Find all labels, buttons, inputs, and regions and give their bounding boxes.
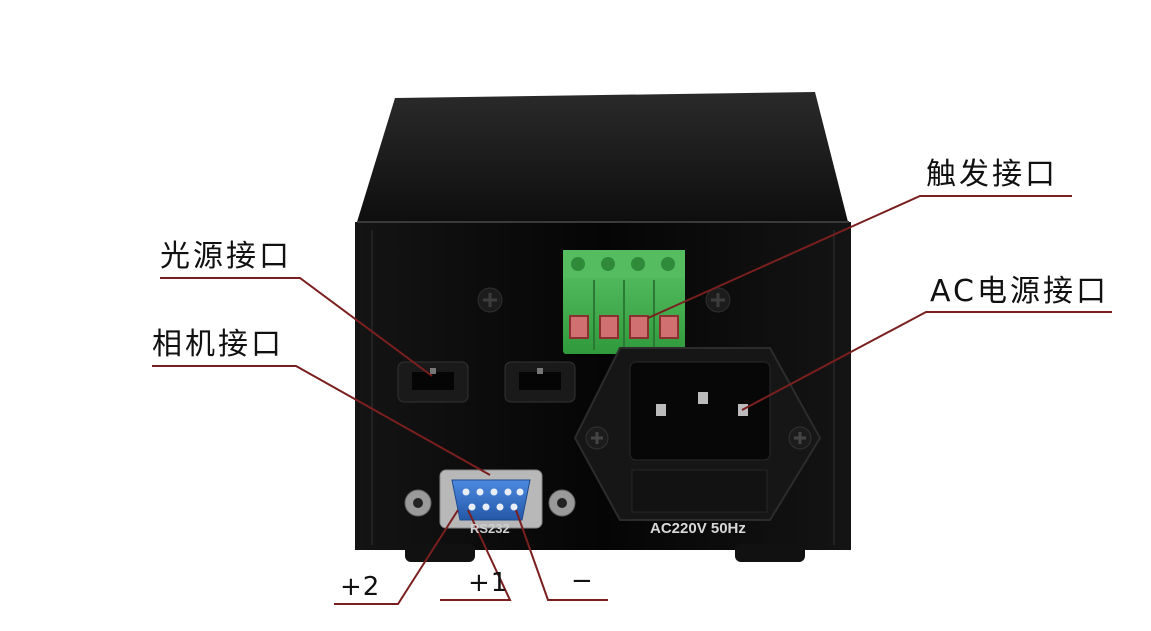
rs232-db9-connector <box>439 469 543 529</box>
pin-plus1-label: +1 <box>468 568 509 598</box>
standoff-nut-left <box>404 489 432 517</box>
rs232-label: RS232 <box>470 521 510 536</box>
trigger-terminal-block <box>563 250 685 354</box>
power-rating-label: AC220V 50Hz <box>650 520 746 537</box>
light-source-port-label: 光源接口 <box>160 239 292 274</box>
standoff-nut-right <box>548 489 576 517</box>
mounting-screw-icon <box>477 287 731 313</box>
light-source-port-2 <box>504 361 576 403</box>
ac-power-inlet <box>573 347 822 521</box>
ac-power-port-label: AC电源接口 <box>930 274 1109 309</box>
camera-port-label: 相机接口 <box>152 327 284 362</box>
trigger-port-label: 触发接口 <box>926 157 1058 192</box>
callout-leader-lines <box>152 195 1112 605</box>
pin-minus-label: − <box>571 566 594 596</box>
light-source-port-1 <box>397 361 469 403</box>
pin-plus2-label: +2 <box>340 572 381 602</box>
